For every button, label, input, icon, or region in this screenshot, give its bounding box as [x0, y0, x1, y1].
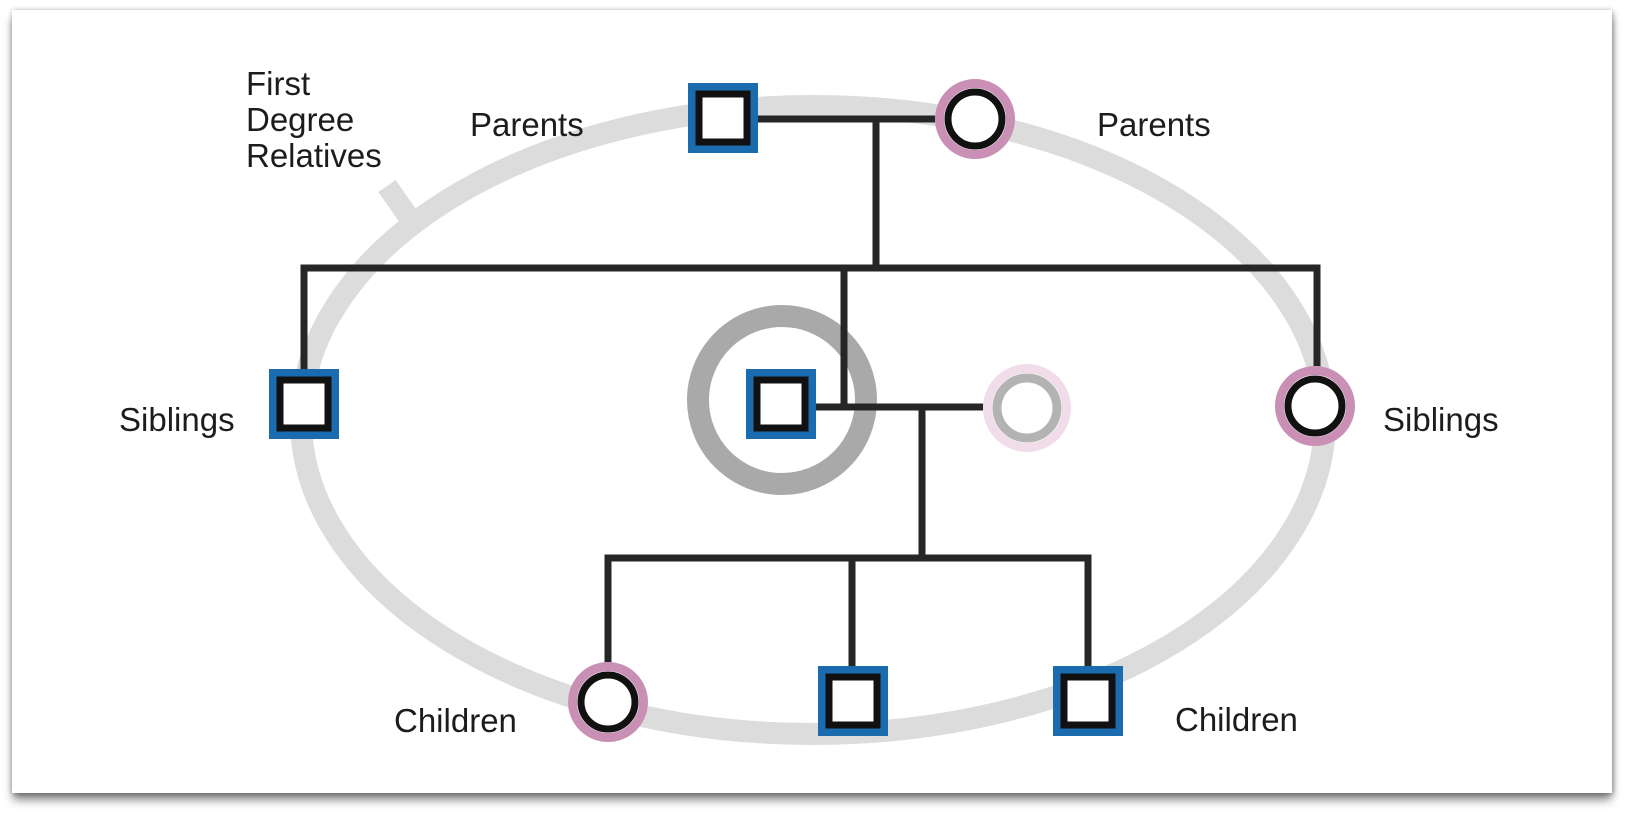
sibling-left-symbol	[269, 369, 339, 439]
proband-symbol	[746, 369, 816, 439]
child-right-symbol	[1053, 666, 1123, 736]
label-pointer-tick	[378, 179, 419, 226]
children-label-right: Children	[1175, 701, 1298, 738]
siblings-label-right: Siblings	[1383, 401, 1499, 438]
first-degree-line-3: Relatives	[246, 137, 382, 174]
first-degree-line-1: First	[246, 65, 311, 102]
child-left-symbol	[568, 662, 648, 742]
father-symbol	[688, 83, 758, 153]
sibling-right-symbol	[1275, 366, 1355, 446]
siblings-label-left: Siblings	[119, 401, 235, 438]
partner-symbol	[983, 364, 1071, 452]
first-degree-line-2: Degree	[246, 101, 355, 138]
proband-highlight-ring	[687, 305, 877, 495]
parents-label-right: Parents	[1097, 106, 1211, 143]
relationship-lines	[300, 115, 1321, 670]
child-middle-symbol	[818, 666, 888, 736]
mother-symbol	[935, 79, 1015, 159]
parents-label-left: Parents	[470, 106, 584, 143]
first-degree-relatives-label: First Degree Relatives	[246, 66, 426, 174]
children-label-left: Children	[394, 702, 517, 739]
